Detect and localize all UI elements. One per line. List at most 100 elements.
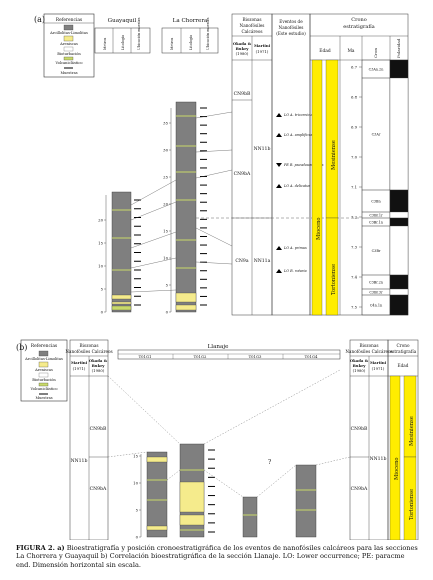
ma-tick-label: 7.1 xyxy=(351,184,357,189)
polarity-cell xyxy=(389,217,409,227)
biozone-header-b-2: Nanofósiles Calcáreos xyxy=(65,349,112,354)
event-marker xyxy=(276,246,282,250)
chron-label: C3Br.2n xyxy=(369,280,384,284)
correlation-lines-a xyxy=(130,111,233,293)
martini-header-a: Martini xyxy=(254,43,271,48)
column-t01g4 xyxy=(295,464,317,538)
chorrera-header-box xyxy=(161,27,219,54)
legend-title-a: Referencias xyxy=(56,18,83,23)
zone-cn9ba-a: CN9bA xyxy=(234,171,251,177)
depth-tick-label: 10 xyxy=(98,263,103,268)
column-t01g2 xyxy=(179,443,205,538)
caption-text: Bioestratigrafía y posición cronoestrati… xyxy=(16,544,418,569)
chron-column: C3An.2nC3ArC3BnC3Br.1rC3Br.1nC3BrC3Br.2n… xyxy=(361,59,409,316)
chrono-header-2: estratigrafía xyxy=(343,23,375,30)
guayaquil-column xyxy=(105,191,132,313)
figure-caption: FIGURA 2. a) Bioestratigrafía y posición… xyxy=(16,544,418,569)
legend-label-volcaniclastic: Volcaniclástico xyxy=(54,61,82,65)
mioceno-band-b xyxy=(389,375,401,540)
event-label: LO A. amplificus xyxy=(283,133,313,137)
event-marker xyxy=(276,184,282,188)
legend-swatch-argillite xyxy=(63,24,74,31)
t01g1-depth-ticks: 0 5 10 15 xyxy=(133,453,141,539)
biozone-table-b xyxy=(69,339,109,540)
chrono-b-header-1: Crono xyxy=(397,343,410,348)
llanaje-header-box xyxy=(117,349,341,360)
guayaquil-title: Guayaquil xyxy=(108,18,137,24)
ma-tick-label: 6.8 xyxy=(351,94,358,99)
chorrera-sample-marks xyxy=(200,107,207,306)
event-marker xyxy=(276,113,282,117)
chorrera-col-lithology: Litología xyxy=(189,35,193,50)
caption-label: FIGURA 2. a) xyxy=(16,544,65,552)
zone-nn11b-b-right: NN11b xyxy=(370,456,387,462)
polarity-cell xyxy=(389,294,409,316)
event-label: LO R. rotaria xyxy=(283,269,307,273)
legend-swatch-sandstone xyxy=(63,35,74,42)
guayaquil-header-box xyxy=(94,27,151,54)
depth-tick-label: 0 xyxy=(166,309,169,314)
biozone-header-a: Biozonas xyxy=(242,17,261,22)
legend-label-samples: Muestras xyxy=(60,71,77,75)
chrono-table-b xyxy=(387,339,419,540)
depth-tick-label: 10 xyxy=(163,255,168,260)
okada-year-a: (1980) xyxy=(236,51,249,56)
event-label: LO A. tricorniculatus xyxy=(283,113,320,117)
depth-tick-label: 10 xyxy=(133,480,138,485)
guayaquil-col-sample: Ubicación muestra xyxy=(137,18,141,50)
events-header-3: (Este estudio) xyxy=(276,31,306,36)
depth-tick-label: 15 xyxy=(133,453,138,458)
legend-box-b xyxy=(20,339,68,402)
okada-header-b-right: Okada & xyxy=(350,358,369,363)
polarity-header-a: Polaridad xyxy=(396,38,401,58)
biozone-header-a-3: Calcáreos xyxy=(241,29,262,34)
ma-tick-label: 7.4 xyxy=(351,274,358,279)
depth-tick-label: 0 xyxy=(136,534,139,539)
legend-swatch-volcaniclastic xyxy=(63,56,74,61)
stage-upper-a: Mesiniense xyxy=(331,140,337,170)
epoch-label-a: Mioceno xyxy=(316,217,322,240)
subsection-t01g1: T01G1 xyxy=(139,354,152,359)
llanaje-title: Llanaje xyxy=(208,344,230,350)
ma-tick-label: 6.9 xyxy=(351,124,358,129)
legend-box-a xyxy=(43,13,95,78)
chron-label: C3An.2n xyxy=(369,67,385,71)
polarity-cell xyxy=(389,77,409,191)
depth-tick-label: 25 xyxy=(163,174,168,179)
chorrera-col-meters: Metros xyxy=(170,37,174,50)
zone-cn9ba-b-right: CN9bA xyxy=(351,486,368,492)
correlation-lines-b xyxy=(107,369,351,498)
ma-header-a: Ma xyxy=(347,49,354,54)
legend-label-sandstone: Areniscas xyxy=(59,42,78,46)
legend-b-label-sandstone: Areniscas xyxy=(34,368,53,372)
okada-year-b: (1980) xyxy=(92,368,105,373)
depth-tick-label: 35 xyxy=(163,120,168,125)
ma-tick-label: 7.3 xyxy=(351,244,358,249)
edad-header-b: Edad xyxy=(398,363,409,368)
panel-b-label: (b) xyxy=(16,343,27,352)
events-header-2: Nanofósiles xyxy=(279,25,304,30)
event-label: LO A. delicatus xyxy=(283,184,311,188)
event-label: LO A. primus xyxy=(283,246,307,250)
martini-year-a: (1971) xyxy=(256,49,269,54)
subsection-t01g4: T01G4 xyxy=(305,354,318,359)
legend-title-b: Referencias xyxy=(31,344,58,349)
martini-year-b-right: (1971) xyxy=(372,366,385,371)
ma-tick-label: 6.7 xyxy=(351,64,358,69)
martini-year-b: (1971) xyxy=(73,366,86,371)
subsection-t01g3: T01G3 xyxy=(249,354,262,359)
okada-header-b: Okada & xyxy=(89,358,108,363)
zone-cn9a-a: CN9a xyxy=(235,258,248,264)
uncertain-correlation-mark: ? xyxy=(268,459,271,466)
zone-nn11b-a: NN11b xyxy=(254,146,271,152)
figure-canvas: (a) Referencias Arcillolitas-Limolitas A… xyxy=(16,13,419,540)
depth-tick-label: 20 xyxy=(98,217,103,222)
depth-tick-label: 5 xyxy=(136,507,139,512)
event-marker xyxy=(276,133,282,137)
legend-b-label-samples: Muestras xyxy=(35,396,52,400)
depth-tick-label: 30 xyxy=(163,147,168,152)
tortonian-band-a xyxy=(325,217,339,316)
